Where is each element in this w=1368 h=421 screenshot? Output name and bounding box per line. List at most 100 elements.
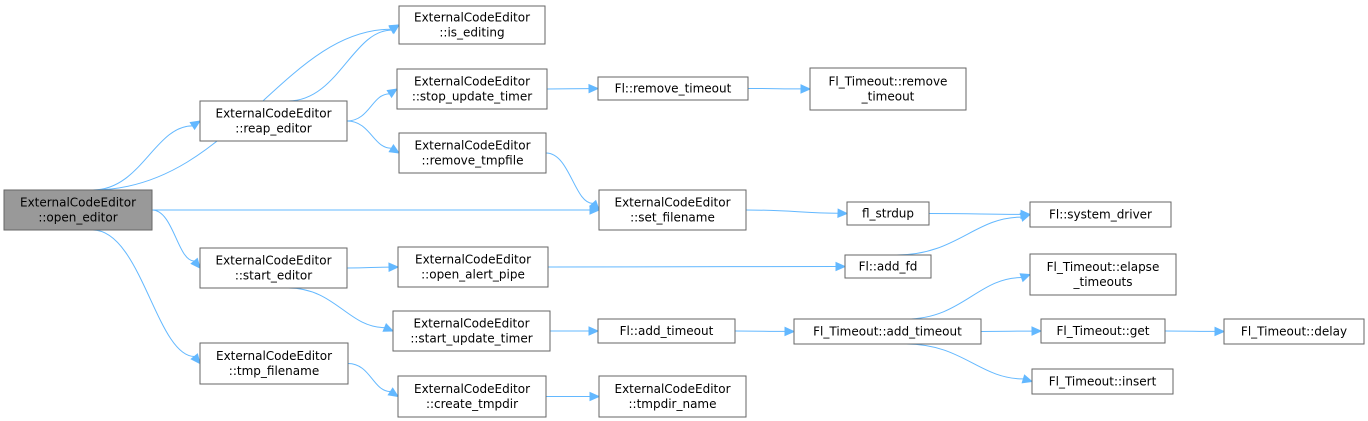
- edge-stop_update_timer-to-fl_remove_timeout: [546, 83, 600, 94]
- node-box: [1223, 318, 1365, 345]
- node-label-line: _timeout: [861, 90, 915, 104]
- node-fl_timeout_get[interactable]: Fl_Timeout::get: [1040, 318, 1166, 344]
- node-box: [398, 5, 546, 45]
- node-label-line: ::tmp_filename: [229, 364, 319, 378]
- arrowhead-icon: [388, 262, 400, 272]
- arrowhead-icon: [1019, 212, 1032, 222]
- edges-layer: [92, 24, 1226, 402]
- node-box: [199, 342, 349, 385]
- node-box: [1031, 368, 1174, 395]
- node-box: [396, 68, 548, 110]
- nodes-layer: ExternalCodeEditor::open_editorExternalC…: [3, 5, 1365, 418]
- arrowhead-icon: [588, 326, 600, 336]
- arrowhead-icon: [386, 88, 399, 99]
- edge-open_alert_pipe-to-fl_add_fd: [547, 261, 847, 272]
- node-box: [844, 254, 932, 279]
- arrowhead-icon: [588, 83, 600, 94]
- edge-line: [346, 266, 390, 269]
- node-open_alert_pipe[interactable]: ExternalCodeEditor::open_alert_pipe: [397, 246, 549, 288]
- arrowhead-icon: [1019, 273, 1032, 283]
- node-label-line: ExternalCodeEditor: [215, 254, 331, 268]
- node-label-line: ExternalCodeEditor: [414, 139, 530, 153]
- edge-tmp_filename-to-create_tmpdir: [347, 363, 400, 398]
- node-fl_timeout_add_timeout[interactable]: Fl_Timeout::add_timeout: [793, 318, 982, 345]
- node-fl_add_timeout[interactable]: Fl::add_timeout: [597, 318, 736, 344]
- edge-set_filename-to-fl_strdup: [745, 208, 849, 218]
- edge-reap_editor-to-stop_update_timer: [346, 88, 399, 122]
- node-label-line: Fl::add_timeout: [620, 324, 714, 338]
- node-label-line: ::reap_editor: [235, 122, 311, 136]
- edge-line: [92, 125, 193, 191]
- edge-line: [346, 93, 390, 122]
- node-box: [392, 310, 551, 352]
- edge-fl_remove_timeout-to-fl_timeout_remove_timeout: [747, 84, 812, 94]
- arrowhead-icon: [589, 391, 601, 402]
- edge-create_tmpdir-to-tmpdir_name: [546, 391, 601, 402]
- node-tmpdir_name[interactable]: ExternalCodeEditor::tmpdir_name: [598, 375, 747, 418]
- edge-open_editor-to-start_editor: [151, 209, 201, 269]
- node-box: [1040, 318, 1166, 344]
- node-fl_timeout_delay[interactable]: Fl_Timeout::delay: [1223, 318, 1365, 345]
- node-open_editor[interactable]: ExternalCodeEditor::open_editor: [3, 189, 153, 231]
- edge-fl_timeout_add_timeout-to-elapse_timeouts: [906, 273, 1032, 320]
- edge-start_editor-to-open_alert_pipe: [346, 262, 400, 272]
- arrowhead-icon: [837, 208, 849, 218]
- node-fl_add_fd[interactable]: Fl::add_fd: [844, 254, 932, 279]
- arrowhead-icon: [388, 143, 401, 154]
- node-label-line: ::stop_update_timer: [412, 90, 532, 104]
- edge-open_editor-to-reap_editor: [92, 120, 202, 191]
- arrowhead-icon: [388, 24, 401, 35]
- edge-start_editor-to-start_update_timer: [288, 287, 395, 332]
- node-remove_tmpfile[interactable]: ExternalCodeEditor::remove_tmpfile: [398, 132, 547, 174]
- edge-line: [288, 287, 385, 329]
- node-stop_update_timer[interactable]: ExternalCodeEditor::stop_update_timer: [396, 68, 548, 110]
- node-is_editing[interactable]: ExternalCodeEditor::is_editing: [398, 5, 546, 45]
- arrowhead-icon: [589, 199, 600, 211]
- node-start_update_timer[interactable]: ExternalCodeEditor::start_update_timer: [392, 310, 551, 352]
- node-box: [199, 247, 348, 289]
- edge-line: [151, 209, 195, 262]
- node-start_editor[interactable]: ExternalCodeEditor::start_editor: [199, 247, 348, 289]
- node-fl_remove_timeout[interactable]: Fl::remove_timeout: [597, 76, 749, 101]
- node-tmp_filename[interactable]: ExternalCodeEditor::tmp_filename: [199, 342, 349, 385]
- node-box: [597, 318, 736, 344]
- node-label-line: ::remove_tmpfile: [422, 154, 524, 168]
- node-fl_timeout_remove_timeout[interactable]: Fl_Timeout::remove_timeout: [809, 67, 967, 111]
- node-label-line: ExternalCodeEditor: [614, 196, 730, 210]
- node-box: [793, 318, 982, 345]
- node-label-line: ExternalCodeEditor: [215, 107, 331, 121]
- node-system_driver[interactable]: Fl::system_driver: [1029, 201, 1172, 228]
- node-reap_editor[interactable]: ExternalCodeEditor::reap_editor: [199, 100, 348, 142]
- node-create_tmpdir[interactable]: ExternalCodeEditor::create_tmpdir: [397, 375, 547, 418]
- node-label-line: Fl::remove_timeout: [615, 82, 732, 96]
- arrowhead-icon: [190, 353, 201, 365]
- node-set_filename[interactable]: ExternalCodeEditor::set_filename: [598, 189, 747, 231]
- edge-open_editor-to-set_filename: [151, 205, 601, 215]
- edge-reap_editor-to-remove_tmpfile: [346, 120, 401, 154]
- arrowhead-icon: [800, 84, 812, 94]
- node-fl_strdup[interactable]: fl_strdup: [846, 201, 930, 226]
- node-label-line: fl_strdup: [862, 207, 914, 221]
- node-label-line: Fl::add_fd: [859, 260, 918, 274]
- edge-line: [347, 363, 391, 393]
- node-label-line: Fl_Timeout::get: [1056, 324, 1149, 338]
- node-label-line: ExternalCodeEditor: [614, 382, 730, 396]
- node-elapse_timeouts[interactable]: Fl_Timeout::elapse_timeouts: [1029, 253, 1177, 296]
- node-label-line: ::open_editor: [38, 211, 117, 225]
- node-label-line: Fl_Timeout::delay: [1241, 325, 1347, 339]
- edge-line: [745, 209, 839, 214]
- node-box: [3, 189, 153, 231]
- arrowhead-icon: [1214, 326, 1226, 337]
- edge-line: [896, 216, 1022, 256]
- node-box: [598, 189, 747, 231]
- arrowhead-icon: [190, 257, 201, 269]
- edge-line: [906, 277, 1022, 320]
- node-box: [199, 100, 348, 142]
- node-label-line: ExternalCodeEditor: [415, 253, 531, 267]
- node-box: [597, 76, 749, 101]
- node-fl_timeout_insert[interactable]: Fl_Timeout::insert: [1031, 368, 1174, 395]
- edge-line: [545, 152, 593, 204]
- node-label-line: ExternalCodeEditor: [414, 75, 530, 89]
- node-label-line: _timeouts: [1072, 275, 1132, 289]
- node-label-line: ExternalCodeEditor: [413, 317, 529, 331]
